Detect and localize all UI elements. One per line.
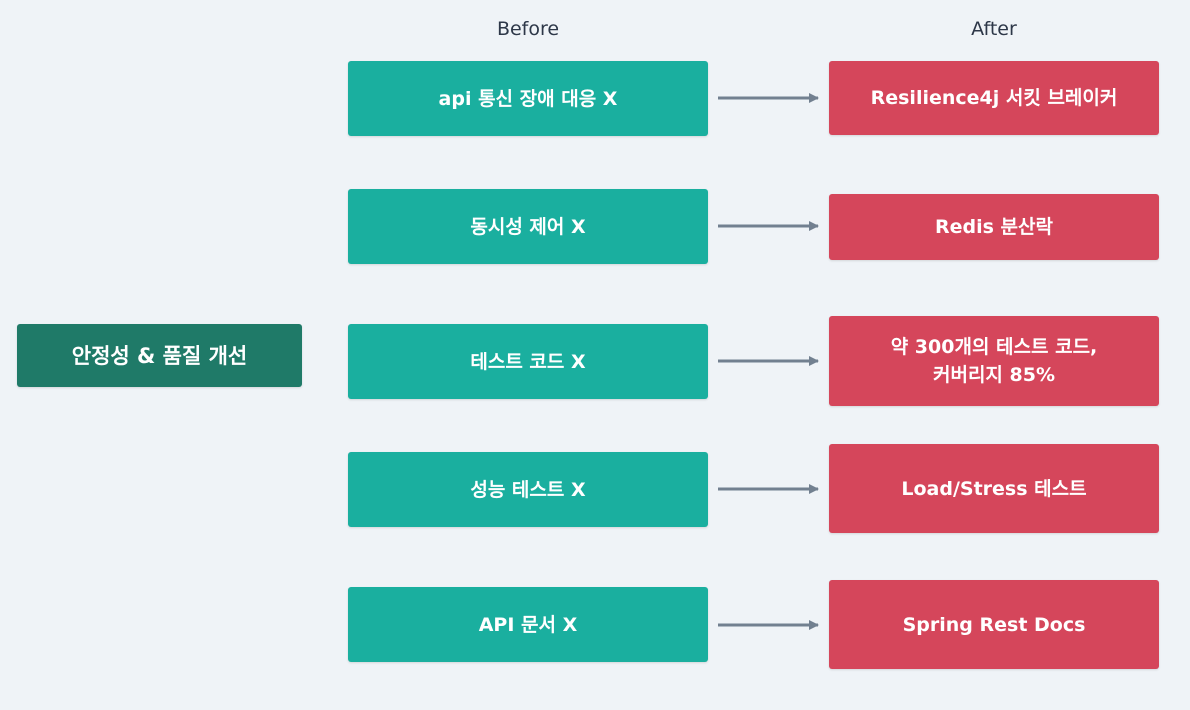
after-label: Spring Rest Docs [902,613,1086,636]
before-box-api-docs: API 문서 X [348,587,708,662]
main-topic-box: 안정성 & 품질 개선 [17,324,302,387]
before-box-concurrency: 동시성 제어 X [348,189,708,264]
after-box-circuit-breaker: Resilience4j 서킷 브레이커 [829,61,1159,135]
after-label: 약 300개의 테스트 코드, 커버리지 85% [890,336,1098,386]
before-column-header: Before [496,18,560,40]
before-label: 동시성 제어 X [470,215,586,238]
after-label: Resilience4j 서킷 브레이커 [870,87,1118,109]
after-label: Load/Stress 테스트 [901,477,1087,500]
before-label: 테스트 코드 X [470,350,586,373]
before-label: api 통신 장애 대응 X [438,87,618,110]
after-box-test-coverage: 약 300개의 테스트 코드, 커버리지 85% [829,316,1159,406]
after-box-load-stress: Load/Stress 테스트 [829,444,1159,533]
after-box-rest-docs: Spring Rest Docs [829,580,1159,669]
after-box-redis-lock: Redis 분산락 [829,194,1159,260]
after-column-header: After [971,18,1017,40]
before-box-api-fault: api 통신 장애 대응 X [348,61,708,136]
before-box-perf-test: 성능 테스트 X [348,452,708,527]
after-label: Redis 분산락 [935,216,1053,238]
before-label: 성능 테스트 X [470,478,586,501]
main-topic-label: 안정성 & 품질 개선 [71,343,248,368]
before-label: API 문서 X [478,613,578,636]
before-box-test-code: 테스트 코드 X [348,324,708,399]
